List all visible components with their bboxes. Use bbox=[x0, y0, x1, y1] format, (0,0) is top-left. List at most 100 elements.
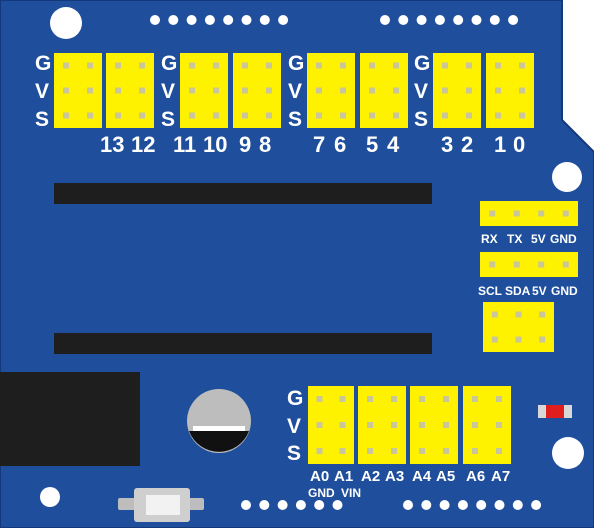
gvs-s: S bbox=[287, 442, 301, 465]
analog-gvs-headers bbox=[308, 386, 511, 464]
digital-header-block bbox=[233, 53, 281, 128]
gvs-g: G bbox=[287, 387, 303, 410]
pin-hole bbox=[223, 15, 234, 25]
pin-hole bbox=[259, 15, 270, 25]
header-pin bbox=[393, 62, 399, 69]
header-pin bbox=[489, 261, 496, 268]
header-pin bbox=[419, 396, 425, 402]
header-pin bbox=[339, 422, 346, 428]
gvs-s: S bbox=[161, 108, 175, 131]
pin-hole bbox=[314, 500, 325, 510]
header-pin bbox=[539, 336, 546, 343]
uart-labels: RX TX 5V GND bbox=[481, 232, 577, 246]
pin-hole bbox=[421, 500, 432, 510]
capacitor-icon bbox=[187, 389, 251, 453]
header-pin bbox=[393, 112, 399, 119]
header-pin bbox=[213, 62, 219, 69]
header-pin bbox=[489, 210, 496, 217]
header-pin bbox=[391, 448, 397, 454]
gvs-s: S bbox=[414, 108, 428, 131]
header-pin bbox=[316, 62, 322, 69]
power-label-gnd: GND bbox=[308, 486, 335, 500]
header-pin bbox=[340, 62, 346, 69]
pin-hole bbox=[416, 15, 427, 25]
digital-header-block bbox=[307, 53, 355, 128]
i2c-labels: SCL SDA 5V GND bbox=[478, 284, 578, 298]
header-pin bbox=[139, 62, 145, 69]
header-pin bbox=[466, 87, 472, 94]
header-pin bbox=[340, 87, 346, 94]
header-pin bbox=[443, 448, 449, 454]
analog-pin-labels: A0 A1 A2 A3 A4 A5 A6 A7 GND VIN bbox=[308, 468, 510, 500]
pin-hole bbox=[489, 15, 500, 25]
header-pin bbox=[515, 311, 522, 318]
gvs-label-group-1: G V S bbox=[35, 52, 51, 131]
digital-pin-labels: 13 12 11 10 9 8 7 6 5 4 3 2 1 0 bbox=[100, 132, 525, 157]
header-pin bbox=[316, 448, 323, 454]
header-pin bbox=[496, 396, 502, 402]
uart-label-rx: RX bbox=[481, 232, 498, 246]
header-pin bbox=[515, 336, 522, 343]
pin-hole bbox=[168, 15, 179, 25]
pin-label-12: 12 bbox=[131, 132, 155, 157]
header-pin bbox=[189, 112, 195, 119]
header-pin bbox=[369, 62, 375, 69]
bottom-pin-holes-left bbox=[241, 500, 343, 510]
gvs-label-group-analog: G V S bbox=[287, 387, 303, 465]
header-pin bbox=[213, 112, 219, 119]
gvs-s: S bbox=[288, 108, 302, 131]
pin-hole bbox=[508, 15, 519, 25]
pin-hole bbox=[204, 15, 215, 25]
header-pin bbox=[466, 62, 472, 69]
pin-hole bbox=[295, 500, 306, 510]
top-pin-holes-right bbox=[380, 15, 519, 25]
analog-header-block bbox=[410, 386, 458, 464]
header-pin bbox=[189, 62, 195, 69]
pin-hole bbox=[494, 500, 505, 510]
header-pin bbox=[339, 448, 346, 454]
header-pin bbox=[391, 396, 397, 402]
header-pin bbox=[367, 422, 373, 428]
smd-resistor-icon bbox=[538, 405, 572, 418]
header-pin bbox=[519, 112, 525, 119]
header-pin bbox=[339, 396, 346, 402]
pin-label-a2: A2 bbox=[361, 468, 380, 485]
spi-icsp-header bbox=[483, 302, 554, 352]
pin-hole bbox=[241, 500, 251, 510]
pin-hole bbox=[241, 15, 252, 25]
header-pin bbox=[213, 87, 219, 94]
header-pin bbox=[472, 396, 478, 402]
gvs-label-group-2: G V S bbox=[161, 52, 177, 131]
digital-header-block bbox=[486, 53, 534, 128]
analog-header-block bbox=[308, 386, 354, 464]
uart-pin-strip bbox=[480, 201, 578, 226]
header-pin bbox=[491, 336, 498, 343]
pin-label-1: 1 bbox=[494, 132, 506, 157]
header-pin bbox=[562, 210, 569, 217]
pin-label-9: 9 bbox=[239, 132, 251, 157]
header-pin bbox=[419, 448, 425, 454]
pin-label-2: 2 bbox=[461, 132, 473, 157]
header-pin bbox=[367, 396, 373, 402]
header-pin bbox=[139, 87, 145, 94]
header-pin bbox=[242, 87, 248, 94]
pin-label-8: 8 bbox=[259, 132, 271, 157]
dc-power-jack bbox=[0, 372, 140, 466]
header-pin bbox=[115, 62, 121, 69]
pin-hole bbox=[476, 500, 487, 510]
header-pin bbox=[443, 422, 449, 428]
pin-label-a4: A4 bbox=[412, 468, 432, 485]
header-pin bbox=[391, 422, 397, 428]
gvs-label-group-3: G V S bbox=[288, 52, 304, 131]
mounting-hole-bottom-left bbox=[40, 487, 60, 507]
header-pin bbox=[266, 87, 272, 94]
header-pin bbox=[419, 422, 425, 428]
pin-label-13: 13 bbox=[100, 132, 124, 157]
header-pin bbox=[442, 87, 448, 94]
header-pin bbox=[496, 448, 502, 454]
header-pin bbox=[115, 112, 121, 119]
pin-hole bbox=[531, 500, 542, 510]
header-pin bbox=[63, 87, 69, 94]
header-pin bbox=[495, 87, 501, 94]
reset-button bbox=[118, 488, 204, 522]
